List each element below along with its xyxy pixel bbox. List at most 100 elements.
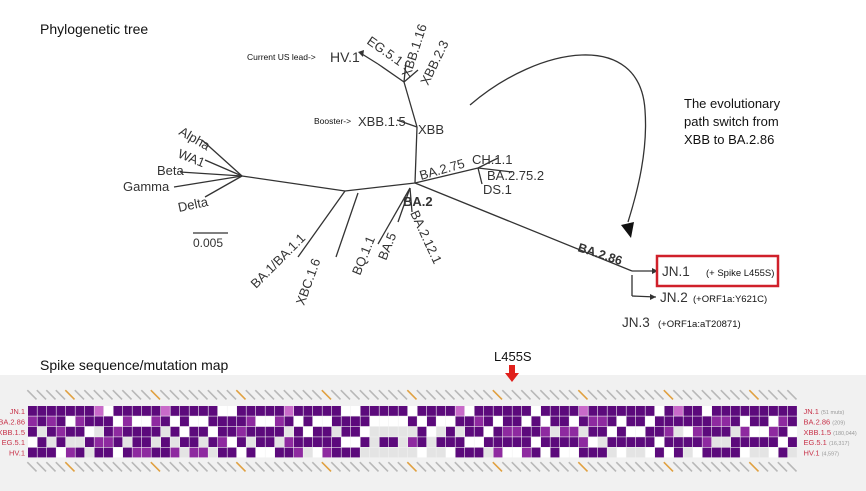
- mutation-cell: [465, 437, 474, 447]
- leaf-ds: DS.1: [483, 182, 512, 197]
- mutation-cell: [132, 447, 142, 458]
- mutation-cell: [788, 447, 797, 458]
- mutation-cell: [550, 416, 560, 427]
- position-tick-label: [492, 461, 503, 472]
- position-tick-label: [254, 461, 266, 472]
- mutation-cell: [227, 447, 237, 458]
- mutation-cell: [303, 447, 313, 458]
- leaf-ba5: BA.5: [375, 230, 399, 262]
- mutation-cell: [313, 406, 322, 416]
- mutation-cell: [655, 416, 664, 427]
- mutation-cell: [132, 437, 142, 447]
- position-tick-label: [672, 461, 684, 472]
- mutation-cell: [170, 406, 180, 416]
- leaf-bq: BQ.1.1: [349, 234, 378, 277]
- position-tick-label: [416, 389, 427, 400]
- mutation-cell: [199, 406, 208, 416]
- mutation-cell: [417, 447, 427, 458]
- mutation-cell: [256, 447, 265, 458]
- mutation-cell: [484, 406, 493, 416]
- mutation-cell: [560, 406, 569, 416]
- mutation-cell: [379, 426, 389, 437]
- position-tick-label: [74, 461, 85, 472]
- mutation-cell: [151, 447, 161, 458]
- mutation-cell: [294, 406, 303, 416]
- position-tick-label: [340, 461, 351, 472]
- mutation-cell: [512, 437, 522, 447]
- mutation-cell: [541, 426, 550, 437]
- mutation-cell: [47, 426, 56, 437]
- mutation-cell: [721, 406, 731, 416]
- position-tick-label: [577, 461, 589, 472]
- mutation-cell: [512, 406, 522, 416]
- hv1-arrowhead: [358, 50, 364, 57]
- mutation-cell: [389, 447, 398, 458]
- position-tick-label: [758, 461, 769, 472]
- position-tick-label: [245, 389, 256, 400]
- position-tick-label: [64, 461, 76, 472]
- mutation-cell: [455, 447, 465, 458]
- mutation-cell: [28, 426, 37, 437]
- mutation-cell: [161, 426, 170, 437]
- mutation-cell: [113, 447, 123, 458]
- mutation-cell: [484, 426, 493, 437]
- mutation-cell: [341, 447, 351, 458]
- position-tick-label: [169, 389, 180, 400]
- mutation-cell: [702, 437, 712, 447]
- position-tick-label: [729, 461, 741, 472]
- mutation-cell: [161, 447, 170, 458]
- mutation-cell: [417, 416, 427, 427]
- mutation-cell: [389, 437, 398, 447]
- mutation-cell: [85, 447, 94, 458]
- mutation-cell: [56, 406, 66, 416]
- mutation-cell: [189, 416, 199, 427]
- mutation-cell: [161, 406, 170, 416]
- mutation-cell: [655, 426, 664, 437]
- note-arrowhead: [621, 222, 634, 238]
- mutation-cell: [398, 406, 408, 416]
- position-tick-label: [121, 461, 133, 472]
- position-tick-label: [606, 461, 617, 472]
- mutation-cell: [113, 437, 123, 447]
- mutation-cell: [731, 437, 740, 447]
- mutation-cell: [598, 416, 607, 427]
- mutation-cell: [417, 406, 427, 416]
- mutation-cell: [512, 416, 522, 427]
- position-tick-label: [159, 461, 171, 472]
- mutation-cell: [759, 437, 769, 447]
- position-tick-label: [368, 389, 380, 400]
- mutation-cell: [740, 447, 750, 458]
- leaf-ba275: BA.2.75: [418, 156, 467, 183]
- mutation-cell: [522, 426, 531, 437]
- mutation-cell: [645, 416, 655, 427]
- position-tick-label: [558, 461, 570, 472]
- mutation-cell: [161, 437, 170, 447]
- position-tick-label: [463, 461, 475, 472]
- mutation-cell: [474, 447, 484, 458]
- position-tick-label: [615, 461, 627, 472]
- leaf-jn1: JN.1: [662, 264, 690, 279]
- mutation-cell: [740, 406, 750, 416]
- mutation-cell: [28, 437, 37, 447]
- mutation-cell: [598, 406, 607, 416]
- mutation-cell: [731, 416, 740, 427]
- mutation-cell: [674, 406, 683, 416]
- mutation-cell: [189, 437, 199, 447]
- position-tick-label: [587, 389, 598, 400]
- mutation-cell: [731, 406, 740, 416]
- position-tick-label: [102, 389, 114, 400]
- mutation-cell: [75, 437, 85, 447]
- position-tick-label: [501, 389, 513, 400]
- mutation-cell: [237, 437, 246, 447]
- mutation-cell: [455, 437, 465, 447]
- mutation-cell: [664, 426, 674, 437]
- mutation-cell: [759, 447, 769, 458]
- mutation-cell: [37, 437, 47, 447]
- mutation-cell: [199, 437, 208, 447]
- mutation-cell: [607, 416, 617, 427]
- position-tick-label: [121, 389, 133, 400]
- position-tick-label: [292, 389, 304, 400]
- mutation-cell: [123, 426, 132, 437]
- mutation-cell: [265, 406, 275, 416]
- mutation-cell: [123, 406, 132, 416]
